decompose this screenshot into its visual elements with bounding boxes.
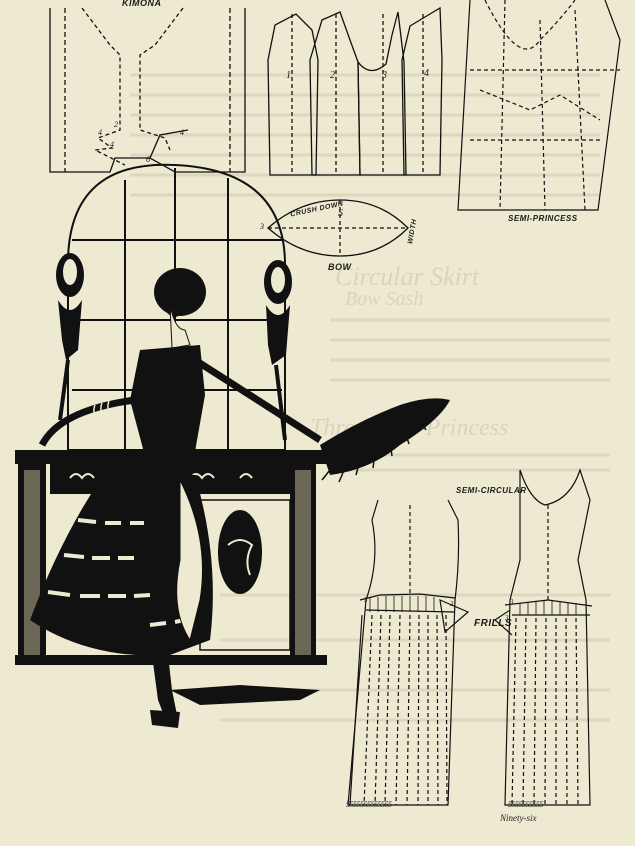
panel-number-1: 1 — [286, 70, 291, 81]
woman-figure — [30, 268, 322, 728]
semi-princess-label: SEMI-PRINCESS — [508, 214, 578, 223]
hem-marks-left: 5555555555555 — [346, 800, 392, 809]
bleed-through-heading: Circular Skirt — [335, 262, 480, 291]
kimona-mark: 4 — [110, 140, 114, 149]
panel-number-4: 4 — [424, 68, 429, 79]
frill-3-mark: 3 — [364, 596, 368, 604]
semi-princess-pattern — [457, 0, 621, 211]
frill-3-mark: 3 — [510, 598, 514, 606]
kimona-mark: 4 — [98, 128, 102, 137]
four-panel-pattern — [267, 6, 443, 176]
bow-label: BOW — [328, 262, 352, 272]
semi-circular-label: SEMI-CIRCULAR — [456, 486, 527, 495]
right-ornament — [264, 260, 292, 441]
console-table — [15, 450, 327, 665]
bow-s-mark: S — [338, 208, 343, 219]
frill-3-mark: 3 — [450, 600, 454, 608]
panel-number-2: 2 — [330, 70, 335, 81]
feather-fan — [320, 398, 450, 483]
kimona-mark: 2 — [114, 120, 118, 129]
kimona-mark: 4 — [180, 128, 184, 137]
semi-circular-pattern-right — [494, 468, 593, 806]
bow-pattern — [267, 199, 409, 257]
bow-3-mark: 3 — [260, 222, 264, 231]
panel-number-3: 3 — [382, 70, 387, 81]
semi-circular-pattern — [347, 499, 470, 806]
frills-label: FRILLS — [474, 618, 512, 629]
frill-3-mark: 3 — [505, 614, 509, 622]
bleed-through-subheading: Bow Sash — [345, 288, 424, 310]
kimona-label: KIMONA — [122, 0, 162, 8]
hem-marks-right: 5555555555 — [508, 800, 544, 809]
kimona-pattern — [49, 7, 246, 173]
left-ornament — [56, 253, 84, 421]
page-number: Ninety-six — [500, 813, 537, 823]
kimona-mark: 6 — [146, 155, 150, 164]
